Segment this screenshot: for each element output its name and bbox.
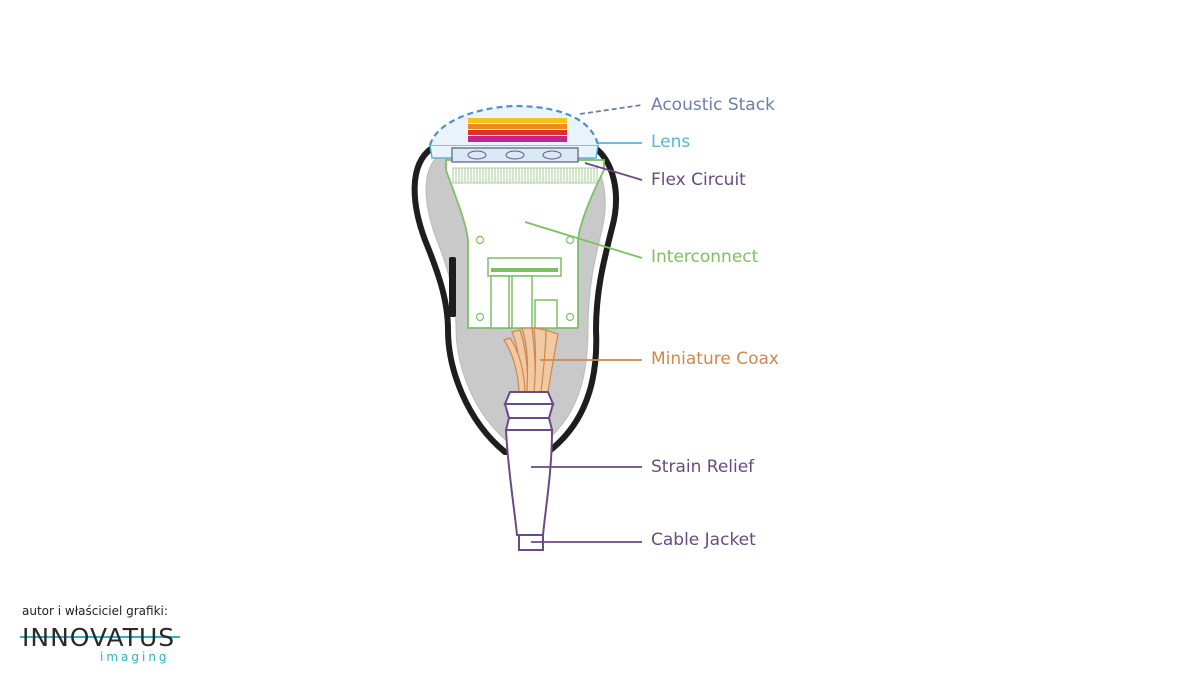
lens-element (542, 150, 562, 160)
logo-sub: imaging (100, 650, 170, 664)
side-button (449, 257, 456, 317)
credit-text: autor i właściciel grafiki: (22, 604, 168, 618)
strain-relief-grommet (503, 391, 555, 431)
label-miniature-coax: Miniature Coax (651, 349, 779, 369)
stack-layer-red (468, 130, 567, 135)
logo-name: INNOVATUS (22, 623, 176, 652)
flex-circuit-comb (452, 167, 598, 184)
board-hole (475, 312, 485, 322)
label-strain-relief: Strain Relief (651, 457, 755, 477)
interconnect-board (445, 159, 605, 329)
lens-element (505, 150, 525, 160)
stack-layer-magenta (468, 136, 567, 142)
leader-interconnect (524, 221, 643, 259)
sub-board (534, 299, 558, 329)
stack-layer-orange (468, 124, 567, 129)
board-hole (565, 312, 575, 322)
leader-flex-circuit (584, 162, 643, 181)
connector-block (487, 257, 562, 277)
sub-board (511, 275, 533, 329)
stack-layer-yellow (468, 118, 567, 123)
logo-swoosh (20, 636, 180, 638)
lens-element (467, 150, 487, 160)
sub-board (490, 275, 510, 329)
board-hole (475, 235, 485, 245)
label-acoustic-stack: Acoustic Stack (651, 95, 775, 115)
flex-circuit-bar (451, 147, 579, 163)
strain-relief-body (504, 429, 554, 536)
label-flex-circuit: Flex Circuit (651, 170, 746, 190)
connector-strip (491, 268, 558, 272)
label-lens: Lens (651, 132, 691, 152)
label-interconnect: Interconnect (651, 247, 759, 267)
label-cable-jacket: Cable Jacket (651, 530, 756, 550)
leader-acoustic-stack (579, 104, 643, 115)
